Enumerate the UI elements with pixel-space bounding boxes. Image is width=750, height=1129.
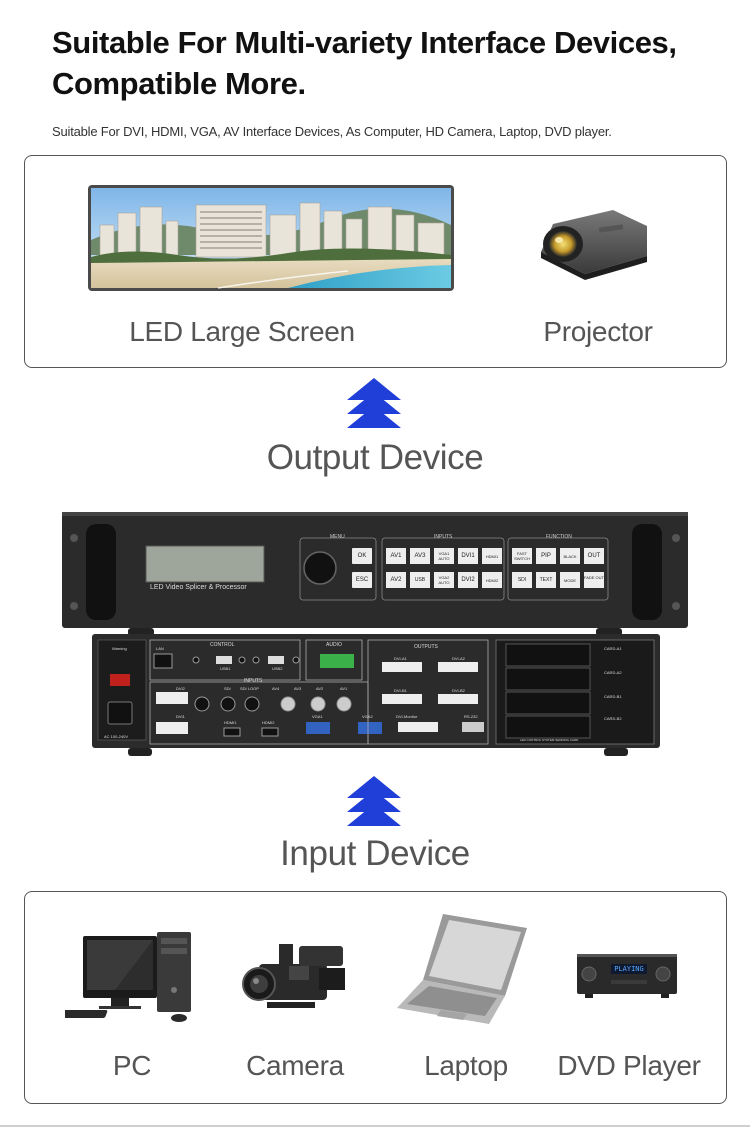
input-button-av2[interactable]: AV2 bbox=[390, 577, 402, 583]
input-button-dvi1[interactable]: DVI1 bbox=[461, 553, 475, 559]
input-device-label-pc: PC bbox=[112, 1050, 152, 1081]
rear-card-caption: LED CONTROL SYSTEM SENDING CARD bbox=[520, 738, 579, 742]
input-device-title: Input Device bbox=[280, 834, 470, 873]
rear-rs232-label: RS-232 bbox=[464, 714, 478, 719]
function-button-pip[interactable]: PIP bbox=[541, 553, 551, 559]
up-arrow-icon-input bbox=[347, 776, 401, 826]
output-devices-panel: LED Large Screen Projector bbox=[24, 155, 727, 368]
ok-button[interactable]: OK bbox=[357, 553, 367, 559]
rear-dvi-monitor-label: DVI-Monitor bbox=[396, 714, 418, 719]
input-button-hdmi2[interactable]: HDMI2 bbox=[485, 578, 499, 583]
dvd-display-text: PLAYING bbox=[614, 965, 644, 973]
rear-lan-label: LAN bbox=[156, 646, 164, 651]
projector-icon bbox=[541, 210, 647, 280]
rear-out-b1-label: DVI-B1 bbox=[394, 688, 407, 693]
dvd-player-icon bbox=[577, 954, 677, 998]
function-button-text[interactable]: TEXT bbox=[539, 577, 553, 583]
front-panel-label: LED Video Splicer & Processor bbox=[150, 584, 247, 591]
function-button-fade-out[interactable]: FADE OUT bbox=[584, 575, 605, 580]
up-arrow-icon-output bbox=[347, 378, 401, 428]
input-button-vga1[interactable]: VGA1 AUTO bbox=[438, 551, 450, 561]
rear-hdmi2-label: HDMI2 bbox=[262, 720, 275, 725]
video-camera-icon bbox=[242, 944, 345, 1008]
menu-group-label: MENU bbox=[330, 534, 345, 540]
rear-card-a1-label: CARD-A1 bbox=[604, 646, 622, 651]
rear-out-a2-label: DVI-A2 bbox=[452, 656, 465, 661]
rear-control-label: CONTROL bbox=[210, 642, 235, 648]
rear-av4-label: AV4 bbox=[272, 686, 280, 691]
input-button-usb[interactable]: USB bbox=[414, 577, 426, 583]
rear-outputs-label: OUTPUTS bbox=[414, 644, 438, 650]
output-device-label-projector: Projector bbox=[543, 316, 653, 347]
input-device-label-camera: Camera bbox=[246, 1050, 344, 1081]
video-processor-front-icon bbox=[62, 512, 688, 636]
rear-av3-label: AV3 bbox=[294, 686, 302, 691]
function-group-label: FUNCTION bbox=[546, 534, 572, 540]
function-button-sdi[interactable]: SDI bbox=[517, 577, 527, 583]
laptop-icon bbox=[397, 914, 527, 1024]
input-button-vga2[interactable]: VGA2 AUTO bbox=[438, 575, 450, 585]
rear-out-b2-label: DVI-B2 bbox=[452, 688, 465, 693]
input-devices-panel: PC Camera Laptop PLAYING DVD Player bbox=[24, 891, 727, 1104]
desktop-pc-icon bbox=[65, 932, 191, 1022]
esc-button[interactable]: ESC bbox=[355, 577, 369, 583]
output-device-label-led: LED Large Screen bbox=[129, 316, 355, 347]
rear-av1-label: AV1 bbox=[340, 686, 348, 691]
rear-sdi-loop-label: SDI LOOP bbox=[240, 686, 259, 691]
rear-dvi2-label: DVI2 bbox=[176, 686, 185, 691]
rear-dvi1-label: DVI1 bbox=[176, 714, 185, 719]
title-line-2: Compatible More. bbox=[52, 66, 306, 101]
rear-vga2-label: VGA2 bbox=[362, 714, 373, 719]
rear-audio-label: AUDIO bbox=[326, 642, 342, 648]
title-line-1: Suitable For Multi-variety Interface Dev… bbox=[52, 25, 677, 60]
rear-card-a2-label: CARD-A2 bbox=[604, 670, 622, 675]
input-button-av1[interactable]: AV1 bbox=[390, 553, 402, 559]
rear-sdi-label: SDI bbox=[224, 686, 231, 691]
rear-inputs-label: INPUTS bbox=[244, 678, 263, 684]
rear-av2-label: AV2 bbox=[316, 686, 324, 691]
rear-warning-label: Warning bbox=[112, 646, 127, 651]
inputs-group-label: INPUTS bbox=[434, 534, 453, 540]
rear-power-label: AC 100-240V bbox=[104, 734, 129, 739]
input-button-dvi2[interactable]: DVI2 bbox=[461, 577, 475, 583]
input-button-hdmi1[interactable]: HDMI1 bbox=[485, 554, 499, 559]
rear-hdmi1-label: HDMI1 bbox=[224, 720, 237, 725]
function-button-black[interactable]: BLACK bbox=[563, 554, 577, 559]
rear-usb2-label: USB2 bbox=[272, 666, 283, 671]
rear-out-a1-label: DVI-A1 bbox=[394, 656, 407, 661]
rear-card-b1-label: CARD-B1 bbox=[604, 694, 622, 699]
input-device-label-dvd: DVD Player bbox=[557, 1050, 701, 1081]
rear-usb1-label: USB1 bbox=[220, 666, 231, 671]
output-device-title: Output Device bbox=[266, 438, 484, 477]
page-subtitle: Suitable For DVI, HDMI, VGA, AV Interfac… bbox=[52, 124, 612, 139]
input-device-label-laptop: Laptop bbox=[424, 1050, 508, 1081]
rear-card-b2-label: CARD-B2 bbox=[604, 716, 622, 721]
bottom-rule bbox=[0, 1125, 750, 1127]
input-button-av3[interactable]: AV3 bbox=[414, 553, 426, 559]
led-screen-cityscape-icon bbox=[88, 185, 454, 291]
page-title: Suitable For Multi-variety Interface Dev… bbox=[52, 22, 732, 104]
rear-vga1-label: VGA1 bbox=[312, 714, 323, 719]
function-button-out[interactable]: OUT bbox=[587, 553, 601, 559]
function-button-mode[interactable]: MODE bbox=[564, 578, 576, 583]
video-processor-rear-icon bbox=[92, 634, 660, 756]
function-button-fast-switch[interactable]: FAST SWITCH bbox=[514, 551, 530, 561]
